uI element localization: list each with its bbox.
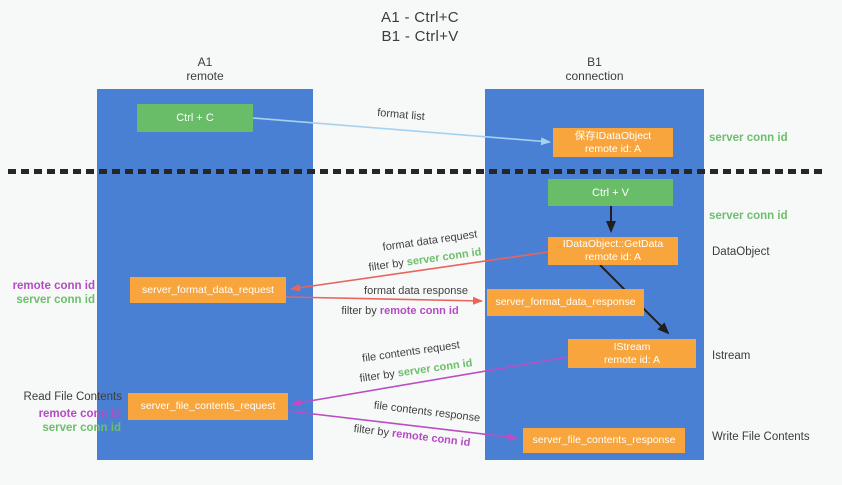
title-line-2: B1 - Ctrl+V (381, 28, 459, 45)
node-server-file-contents-request: server_file_contents_request (128, 393, 288, 420)
node-ctrl-v: Ctrl + V (548, 179, 673, 206)
label-format-data-response: format data response (364, 285, 468, 297)
label-format-list: format list (376, 106, 426, 124)
left-column-header-bottom: remote (186, 69, 224, 83)
filter-by-text: filter by (358, 368, 396, 385)
server-conn-id-text: server conn id (397, 357, 474, 380)
node-save-idataobject-line2: remote id: A (584, 142, 642, 155)
node-server-file-contents-request-label: server_file_contents_request (140, 400, 276, 412)
node-server-format-data-request-label: server_format_data_request (142, 283, 274, 296)
side-label-server-conn-id-lower: server conn id (42, 422, 121, 434)
node-server-format-data-response-label: server_format_data_response (495, 296, 636, 308)
left-conn-id-block-lower: remote conn id server conn id (39, 407, 121, 435)
left-conn-id-block-upper: remote conn id server conn id (13, 279, 95, 307)
node-ctrl-v-label: Ctrl + V (592, 186, 629, 199)
left-column-header-top: A1 (197, 55, 213, 69)
arrow-format-data-response (285, 296, 483, 305)
node-server-format-data-request: server_format_data_request (130, 277, 286, 303)
side-label-server-conn-id-mid: server conn id (709, 210, 788, 222)
node-server-file-contents-response: server_file_contents_response (523, 428, 685, 453)
side-label-server-conn-id-top: server conn id (709, 132, 788, 144)
server-conn-id-text: server conn id (406, 246, 483, 269)
left-column-header: A1 remote (97, 55, 313, 83)
filter-by-text: filter by (353, 422, 390, 440)
side-label-istream: Istream (712, 350, 751, 362)
node-istream-line1: IStream (613, 340, 651, 353)
side-label-read-file-contents: Read File Contents (23, 391, 122, 403)
node-save-idataobject-line1: 保存IDataObject (574, 129, 652, 142)
right-column-header-top: B1 (587, 55, 602, 69)
session-separator-dashed-line (8, 169, 822, 174)
filter-by-text: filter by (367, 257, 405, 274)
filter-by-text: filter by (341, 305, 377, 317)
node-server-format-data-response: server_format_data_response (487, 289, 644, 316)
remote-conn-id-text: remote conn id (391, 427, 471, 450)
side-label-remote-conn-id-upper: remote conn id (12, 280, 95, 292)
label-filter-by-remote-conn-id-1: filter by remote conn id (341, 305, 458, 317)
remote-conn-id-text: remote conn id (379, 305, 459, 317)
diagram-title: A1 - Ctrl+C B1 - Ctrl+V (300, 8, 540, 46)
node-idataobject-getdata: IDataObject::GetData remote id: A (548, 237, 678, 265)
side-label-dataobject: DataObject (712, 246, 770, 258)
side-label-remote-conn-id-lower: remote conn id (38, 408, 121, 420)
node-server-file-contents-response-label: server_file_contents_response (532, 434, 676, 446)
label-file-contents-response: file contents response (373, 399, 481, 425)
node-save-idataobject: 保存IDataObject remote id: A (553, 128, 673, 157)
node-ctrl-c: Ctrl + C (137, 104, 253, 132)
title-line-1: A1 - Ctrl+C (381, 9, 459, 26)
node-ctrl-c-label: Ctrl + C (176, 112, 214, 124)
side-label-write-file-contents: Write File Contents (712, 431, 810, 443)
node-istream-line2: remote id: A (603, 353, 661, 366)
node-idataobject-getdata-line2: remote id: A (584, 251, 642, 263)
side-label-server-conn-id-upper: server conn id (16, 294, 95, 306)
right-column-header: B1 connection (485, 55, 704, 83)
label-filter-by-remote-conn-id-2: filter by remote conn id (353, 423, 471, 449)
node-idataobject-getdata-line1: IDataObject::GetData (562, 238, 664, 250)
node-istream: IStream remote id: A (568, 339, 696, 368)
right-column-header-bottom: connection (565, 69, 624, 83)
